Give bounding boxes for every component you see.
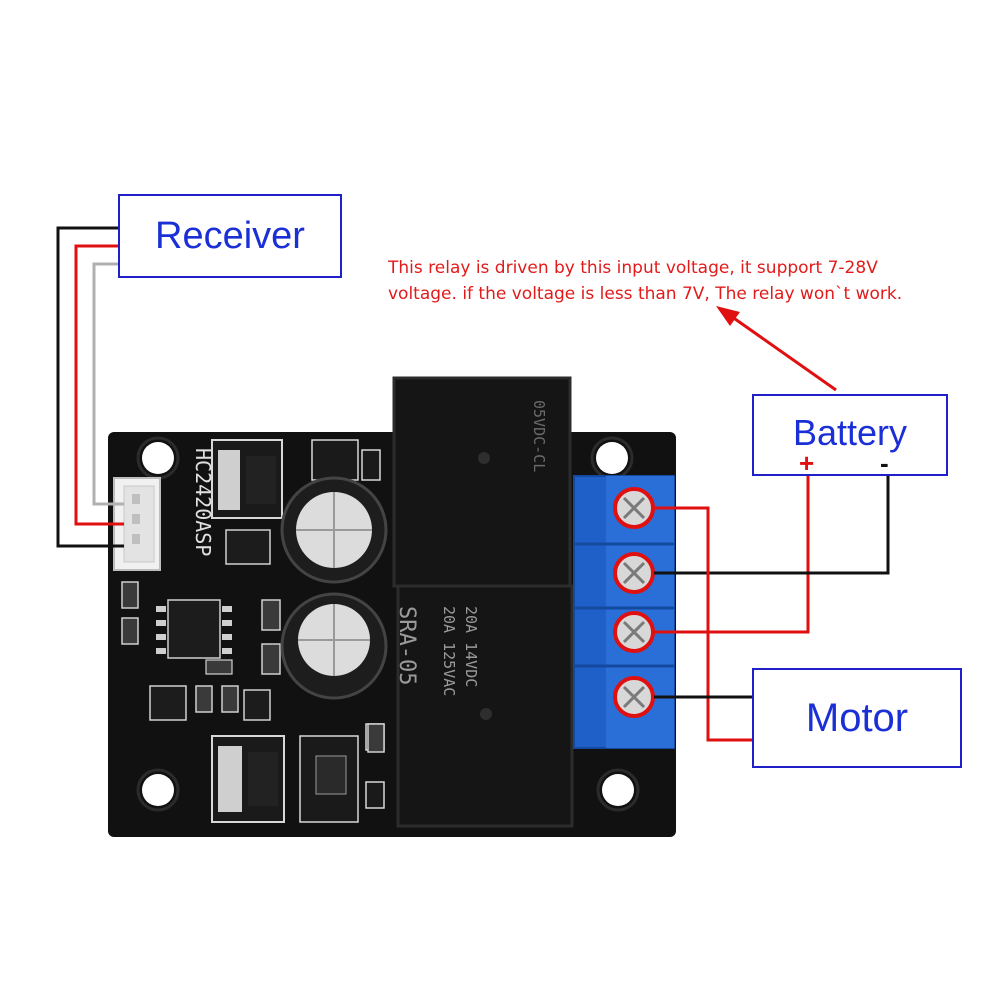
relay-top	[392, 376, 572, 588]
mounting-hole	[142, 442, 174, 474]
mounting-hole	[142, 774, 174, 806]
receiver-wire-red	[74, 244, 124, 526]
relay-rating-2: 20A 125VAC	[440, 606, 458, 696]
mounting-hole	[602, 774, 634, 806]
ic-chip	[156, 599, 232, 659]
capacitor-bottom	[280, 592, 388, 700]
capacitor-top	[280, 476, 388, 584]
battery-label: Battery	[752, 394, 948, 476]
receiver-connector	[113, 477, 161, 571]
battery-wire-positive	[654, 476, 810, 634]
terminal-screw	[613, 676, 655, 718]
motor-label: Motor	[752, 668, 962, 768]
battery-positive-sign: +	[799, 448, 815, 478]
terminal-screw	[613, 552, 655, 594]
mosfet-top	[211, 439, 381, 519]
mosfet-bottom	[211, 723, 385, 823]
board-model-marking: HC2420ASP	[191, 448, 215, 556]
mounting-hole	[596, 442, 628, 474]
voltage-note: This relay is driven by this input volta…	[388, 255, 948, 307]
relay-rating-1: 20A 14VDC	[462, 606, 480, 687]
relay-marking: SRA-05	[394, 606, 419, 685]
voltage-note-line-1: This relay is driven by this input volta…	[388, 258, 878, 278]
battery-wire-negative	[654, 476, 890, 575]
terminal-screw	[613, 611, 655, 653]
battery-negative-sign: -	[880, 448, 889, 478]
relay-bottom	[396, 584, 574, 828]
relay-coil-marking: 05VDC-CL	[530, 400, 548, 472]
motor-wire-red	[654, 506, 752, 742]
voltage-note-line-2: voltage. if the voltage is less than 7V,…	[388, 284, 903, 304]
receiver-wire-black	[56, 226, 124, 548]
arrowhead-icon	[716, 306, 740, 326]
terminal-screw	[613, 487, 655, 529]
receiver-label: Receiver	[118, 194, 342, 278]
receiver-wire-gray	[92, 262, 124, 506]
smd-components	[121, 529, 385, 753]
note-arrow	[727, 312, 837, 392]
